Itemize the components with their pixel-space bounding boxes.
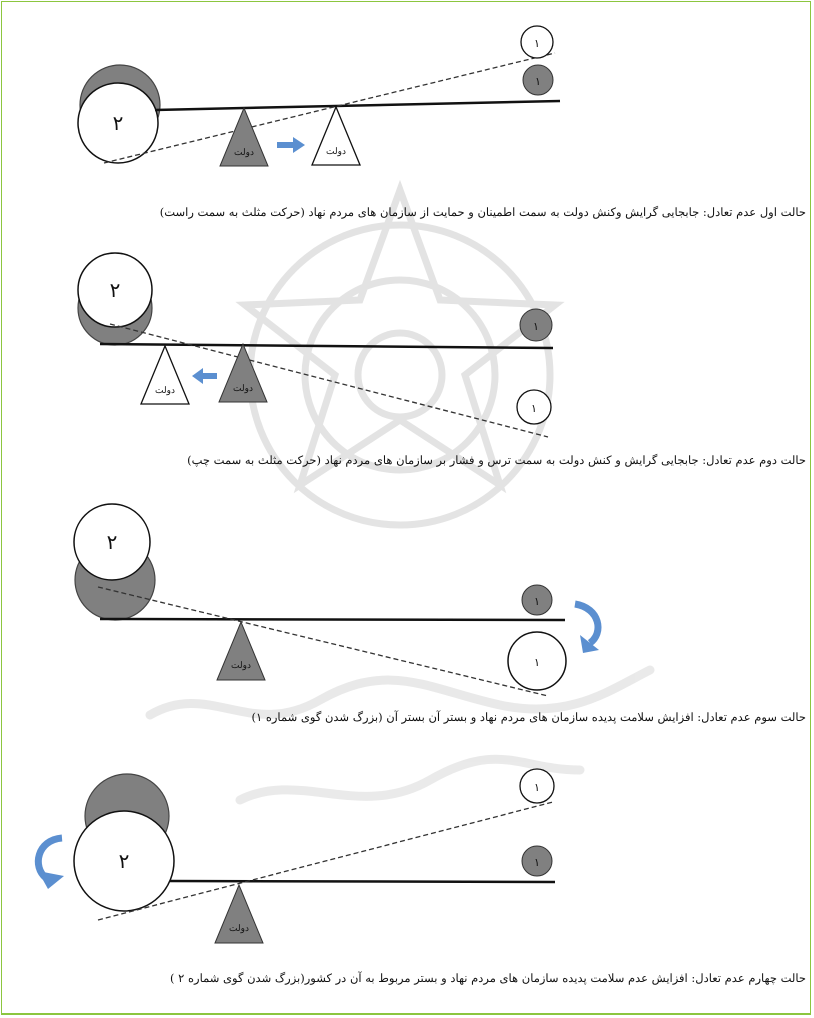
ball-1-outline-label: ۱ — [531, 402, 537, 415]
caption-second: حالت دوم عدم تعادل: جابجایی گرایش و کنش … — [187, 453, 806, 467]
panel-third-imbalance: ۲ ۱ ۱ دولت حالت سوم عدم تعادل: افزایش سل… — [0, 490, 814, 740]
ball-2 — [77, 252, 153, 328]
panel-first-imbalance: ۲ ۱ ۱ دولت دولت حالت اول عدم تعادل: جابج… — [0, 0, 814, 220]
curved-arrow-head — [38, 871, 64, 889]
lever-bar — [154, 99, 561, 112]
ball-1-grey — [522, 64, 554, 96]
ball-1-outline-label: ۱ — [534, 37, 540, 50]
caption-fourth: حالت چهارم عدم تعادل: افزایش عدم سلامت پ… — [170, 971, 806, 985]
ball-2-label: ۲ — [113, 111, 124, 135]
lever-bar — [169, 879, 556, 884]
fulcrum-old-label: دولت — [234, 148, 254, 158]
ball-2-label: ۲ — [119, 849, 130, 873]
right-arrow-icon — [277, 137, 305, 153]
ball-1-grey-label: ۱ — [534, 595, 540, 608]
ball-1-outline — [519, 768, 555, 804]
ball-1-grey — [521, 584, 553, 616]
curved-arrow-head — [580, 635, 599, 653]
fulcrum-label: دولت — [231, 661, 251, 671]
ball-2-label: ۲ — [107, 530, 118, 554]
ball-1-outline-label: ۱ — [534, 781, 540, 794]
fulcrum — [214, 883, 264, 944]
seesaw-diagram-1: ۲ ۱ ۱ دولت دولت — [77, 25, 561, 167]
fulcrum-old — [219, 106, 269, 167]
seesaw-diagram-3: ۲ ۱ ۱ دولت — [73, 503, 602, 697]
fulcrum-label: دولت — [229, 924, 249, 934]
caption-first: حالت اول عدم تعادل: جابجایی گرایش وکنش د… — [159, 205, 806, 219]
ball-1-grey-label: ۱ — [534, 856, 540, 869]
fulcrum-old-label: دولت — [233, 384, 253, 394]
fulcrum-new — [311, 105, 361, 166]
dashed-tilt-line — [109, 323, 549, 438]
lever-bar — [99, 617, 566, 622]
left-arrow-icon — [192, 368, 217, 384]
lever-bar — [99, 342, 554, 350]
ball-2 — [77, 82, 159, 164]
ball-1-enlarged-label: ۱ — [534, 656, 540, 669]
ball-2-enlarged — [73, 810, 175, 912]
seesaw-diagram-4: ۲ ۱ ۱ دولت — [34, 768, 556, 944]
fulcrum-old — [218, 342, 268, 403]
panel-fourth-imbalance: ۲ ۱ ۱ دولت حالت چهارم عدم تعادل: افزایش … — [0, 750, 814, 1018]
ball-1-grey-label: ۱ — [535, 75, 541, 88]
ball-1-grey — [521, 845, 553, 877]
fulcrum-new-label: دولت — [155, 386, 175, 396]
ball-1-grey — [519, 308, 553, 342]
ball-1-grey-label: ۱ — [533, 320, 539, 333]
ball-1-enlarged — [507, 631, 567, 691]
dashed-tilt-line — [97, 801, 554, 921]
fulcrum — [216, 620, 266, 681]
ball-1-outline — [516, 389, 552, 425]
fulcrum-new-label: دولت — [326, 147, 346, 157]
dashed-tilt-line — [97, 586, 549, 697]
ball-1-outline — [520, 25, 554, 59]
caption-third: حالت سوم عدم تعادل: افزایش سلامت پدیده س… — [251, 710, 806, 724]
dashed-tilt-line — [103, 52, 556, 164]
fulcrum-new — [140, 344, 190, 405]
curved-arrow-icon — [574, 600, 602, 646]
seesaw-diagram-2: ۲ ۱ ۱ دولت دولت — [77, 252, 554, 438]
ball-2-label: ۲ — [110, 278, 121, 302]
ball-2 — [73, 503, 151, 581]
panel-second-imbalance: ۲ ۱ ۱ دولت دولت حالت دوم عدم تعادل: جابج… — [0, 240, 814, 470]
